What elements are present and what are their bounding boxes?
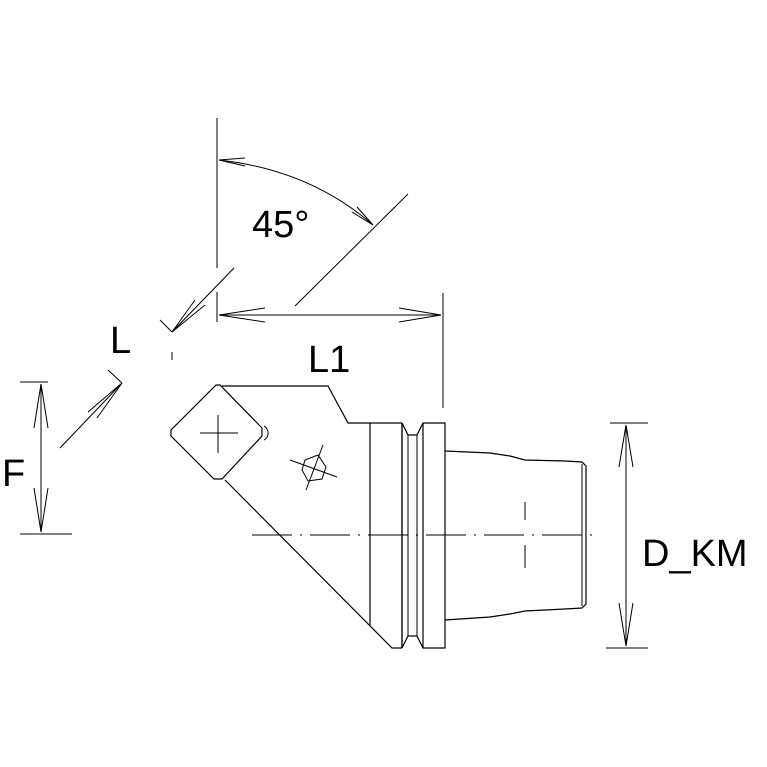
d-km-dimension — [618, 424, 634, 647]
d-km-label: D_KM — [642, 533, 748, 575]
l-dimension — [59, 267, 235, 449]
l1-dimension — [218, 307, 442, 323]
holder-body — [222, 385, 402, 649]
angle-dimension — [218, 157, 374, 226]
l-label: L — [110, 320, 131, 362]
extension-lines — [20, 118, 648, 649]
l1-label: L1 — [308, 339, 350, 381]
f-dimension — [33, 383, 49, 533]
f-label: F — [2, 453, 25, 495]
cutting-insert — [170, 384, 269, 480]
angle-label: 45° — [252, 204, 309, 246]
